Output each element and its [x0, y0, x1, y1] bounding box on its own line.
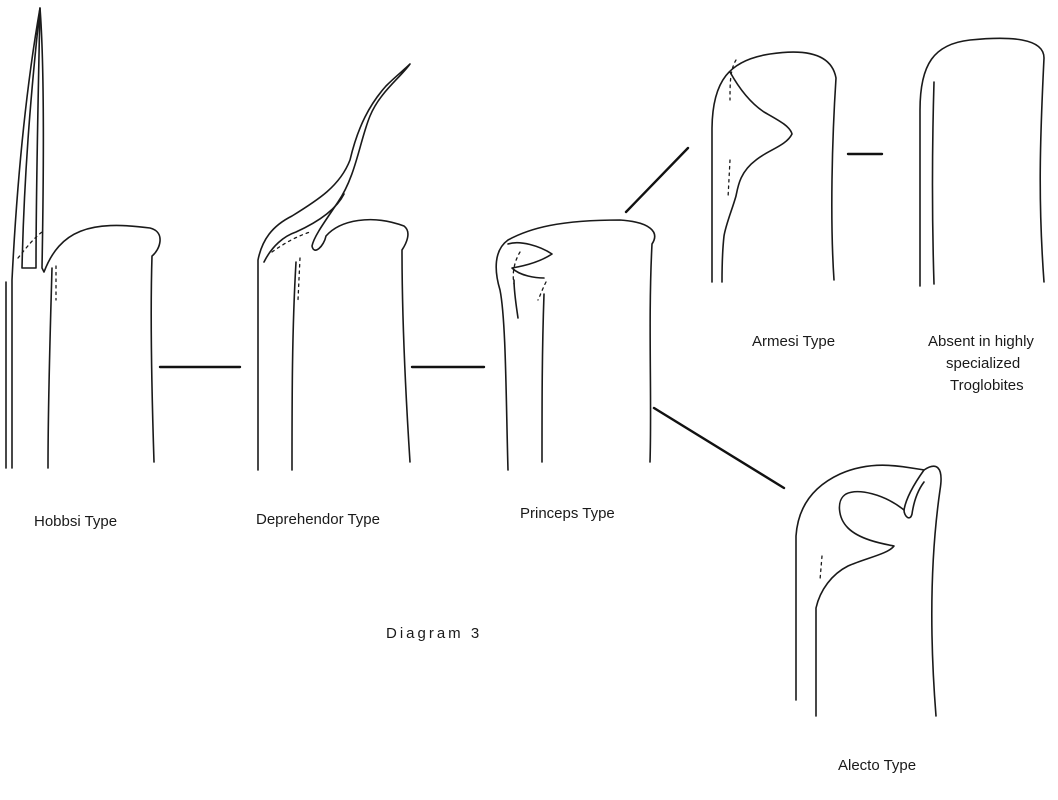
connector-princeps-armesi	[626, 148, 688, 212]
deprehendor-type-figure	[258, 64, 410, 470]
label-alecto-type: Alecto Type	[838, 757, 916, 774]
label-absent-line-3: Troglobites	[950, 377, 1024, 394]
princeps-type-figure	[496, 220, 654, 470]
absent-type-figure	[920, 38, 1044, 286]
connector-princeps-alecto	[654, 408, 784, 488]
label-absent-line-2: specialized	[946, 355, 1020, 372]
label-deprehendor-type: Deprehendor Type	[256, 511, 380, 528]
label-armesi-type: Armesi Type	[752, 333, 835, 350]
alecto-type-figure	[796, 465, 941, 716]
diagram-title: Diagram 3	[386, 625, 482, 642]
hobbsi-type-figure	[6, 8, 160, 468]
label-absent-line-1: Absent in highly	[928, 333, 1034, 350]
armesi-type-figure	[712, 52, 836, 282]
label-princeps-type: Princeps Type	[520, 505, 615, 522]
label-hobbsi-type: Hobbsi Type	[34, 513, 117, 530]
